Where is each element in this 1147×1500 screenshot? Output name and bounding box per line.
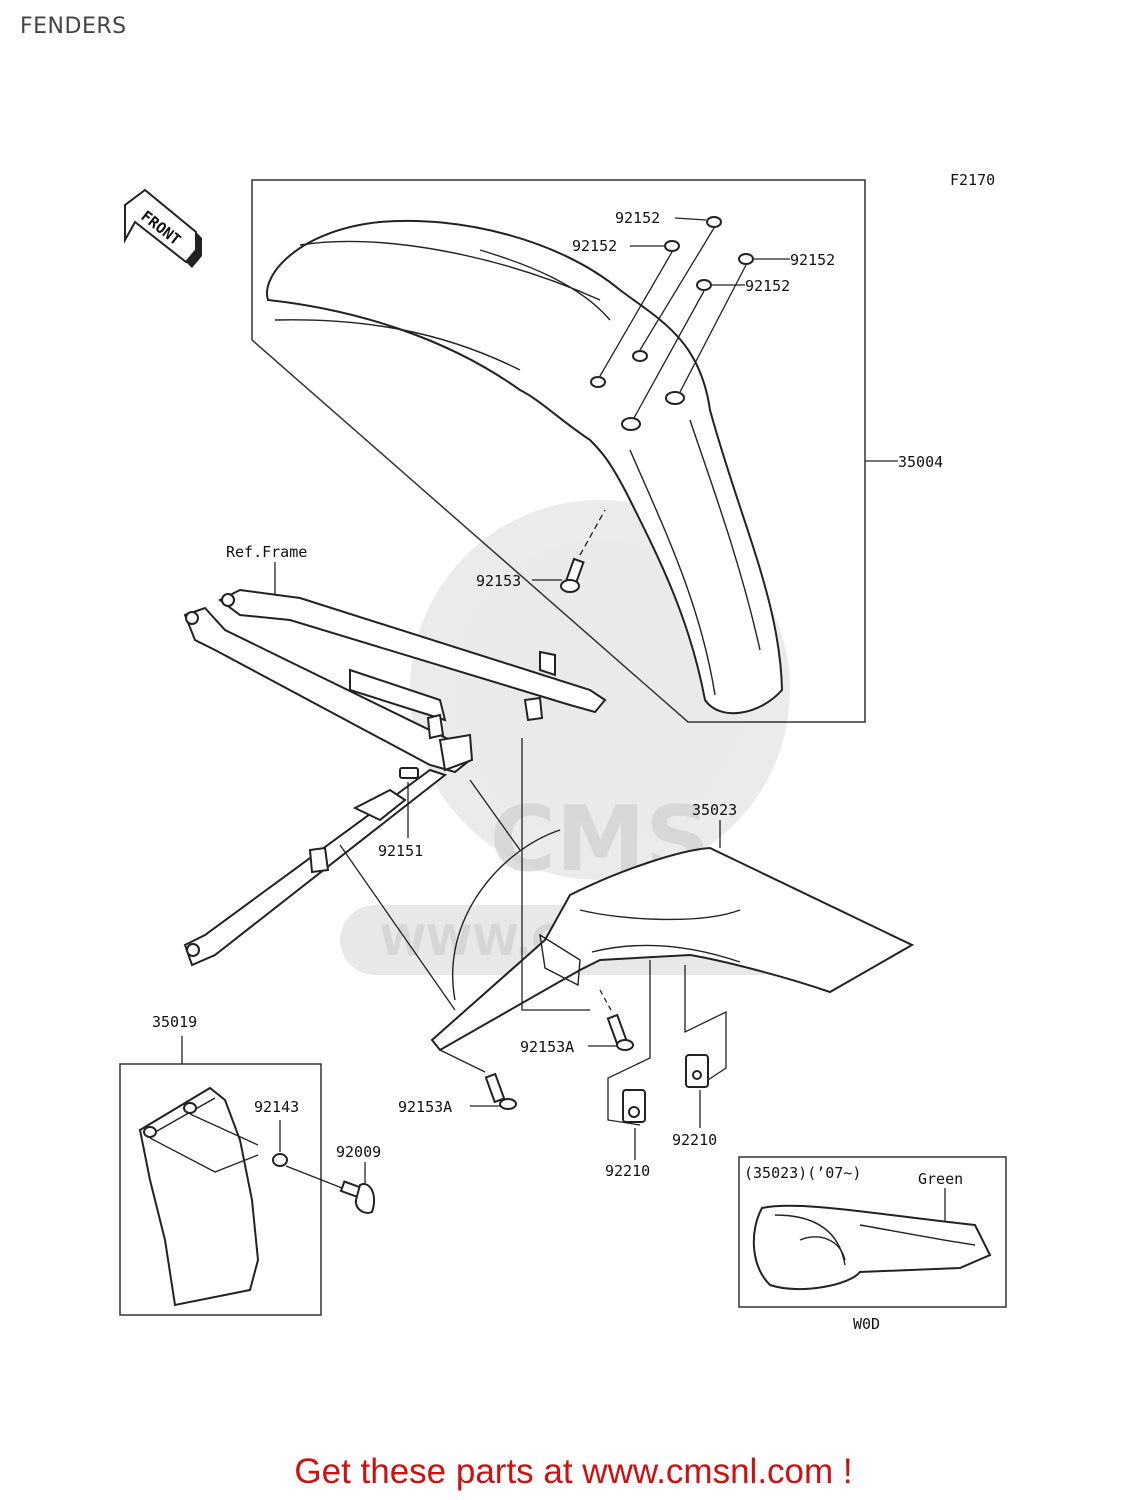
label-92210-a: 92210 — [605, 1162, 650, 1180]
bolt-92153A-2 — [484, 1072, 517, 1110]
label-35004: 35004 — [898, 453, 943, 471]
label-92151: 92151 — [378, 842, 423, 860]
label-35023: 35023 — [692, 801, 737, 819]
figure-code: F2170 — [950, 171, 995, 189]
variant-inset-box — [738, 1156, 1007, 1308]
clip-92210 — [622, 1054, 709, 1123]
rear-fender — [430, 829, 915, 1052]
front-fender — [266, 219, 784, 715]
screw-92009 — [339, 1180, 376, 1214]
bolt-92151 — [399, 767, 419, 779]
rear-fender-variant — [752, 1204, 992, 1291]
inset-color-label: Green — [918, 1170, 963, 1188]
label-92152-d: 92152 — [745, 277, 790, 295]
footer-link[interactable]: Get these parts at www.cmsnl.com ! — [294, 1452, 853, 1491]
label-92152-a: 92152 — [615, 209, 660, 227]
label-92210-b: 92210 — [672, 1131, 717, 1149]
bolt-92153 — [560, 557, 585, 593]
bolt-92153A-1 — [606, 1013, 634, 1051]
inset-title: (35023)(’07~) — [744, 1164, 861, 1182]
label-92009: 92009 — [336, 1143, 381, 1161]
front-fender-group-box — [251, 179, 866, 723]
label-92153: 92153 — [476, 572, 521, 590]
washer-92143 — [272, 1153, 288, 1167]
label-35019: 35019 — [152, 1013, 197, 1031]
page-title: FENDERS — [20, 14, 127, 39]
subframe — [183, 588, 607, 967]
label-92153A-b: 92153A — [398, 1098, 452, 1116]
label-92143: 92143 — [254, 1098, 299, 1116]
label-92152-c: 92152 — [790, 251, 835, 269]
label-92152-b: 92152 — [572, 237, 617, 255]
label-92153A-a: 92153A — [520, 1038, 574, 1056]
washer-92152 — [664, 216, 754, 291]
inset-code: W0D — [853, 1315, 880, 1333]
front-arrow-icon: FRONT — [124, 188, 202, 268]
mud-flap-group-box — [119, 1063, 322, 1316]
label-ref-frame: Ref.Frame — [226, 543, 307, 561]
mud-flap — [138, 1086, 260, 1307]
